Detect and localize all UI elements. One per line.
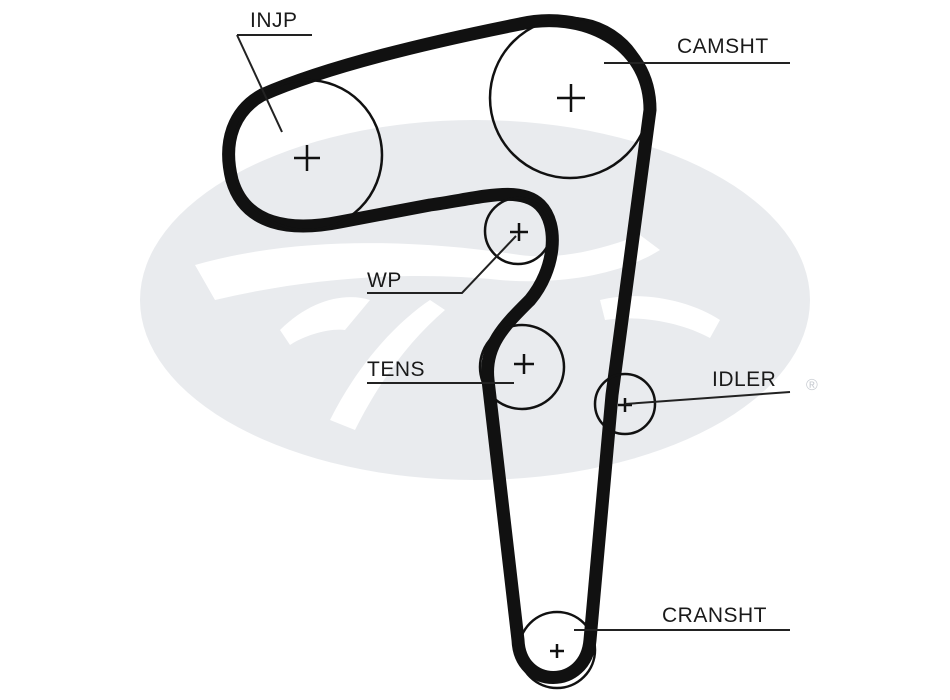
leader-injp — [236, 34, 283, 133]
camsht-pulley-circle — [488, 16, 652, 180]
watermark-ellipse — [140, 120, 810, 480]
label-wp: WP — [367, 269, 402, 292]
wp-pulley-circle — [483, 196, 553, 266]
pulley-injp — [230, 78, 384, 232]
idler-pulley-circle — [593, 372, 657, 436]
brand-watermark: ® — [140, 120, 818, 480]
pulley-cransht — [517, 610, 597, 690]
tens-pulley-circle — [478, 323, 566, 411]
injp-pulley-circle — [230, 78, 384, 232]
pulley-wp — [483, 196, 553, 266]
watermark-registered-mark: ® — [806, 377, 818, 394]
cransht-pulley-circle — [517, 610, 597, 690]
leader-idler — [624, 391, 791, 405]
watermark-swash-top — [195, 235, 660, 300]
watermark-letter-g — [280, 297, 370, 345]
label-tens: TENS — [367, 358, 425, 381]
pulley-idler — [593, 372, 657, 436]
leader-lines — [236, 34, 791, 631]
label-injp: INJP — [250, 9, 298, 32]
pulley-tens — [478, 323, 566, 411]
label-idler: IDLER — [712, 368, 776, 391]
watermark-letter-a — [330, 300, 445, 430]
leader-wp — [367, 235, 517, 294]
pulley-camsht — [488, 16, 652, 180]
label-camsht: CAMSHT — [677, 35, 769, 58]
label-cransht: CRANSHT — [662, 604, 767, 627]
